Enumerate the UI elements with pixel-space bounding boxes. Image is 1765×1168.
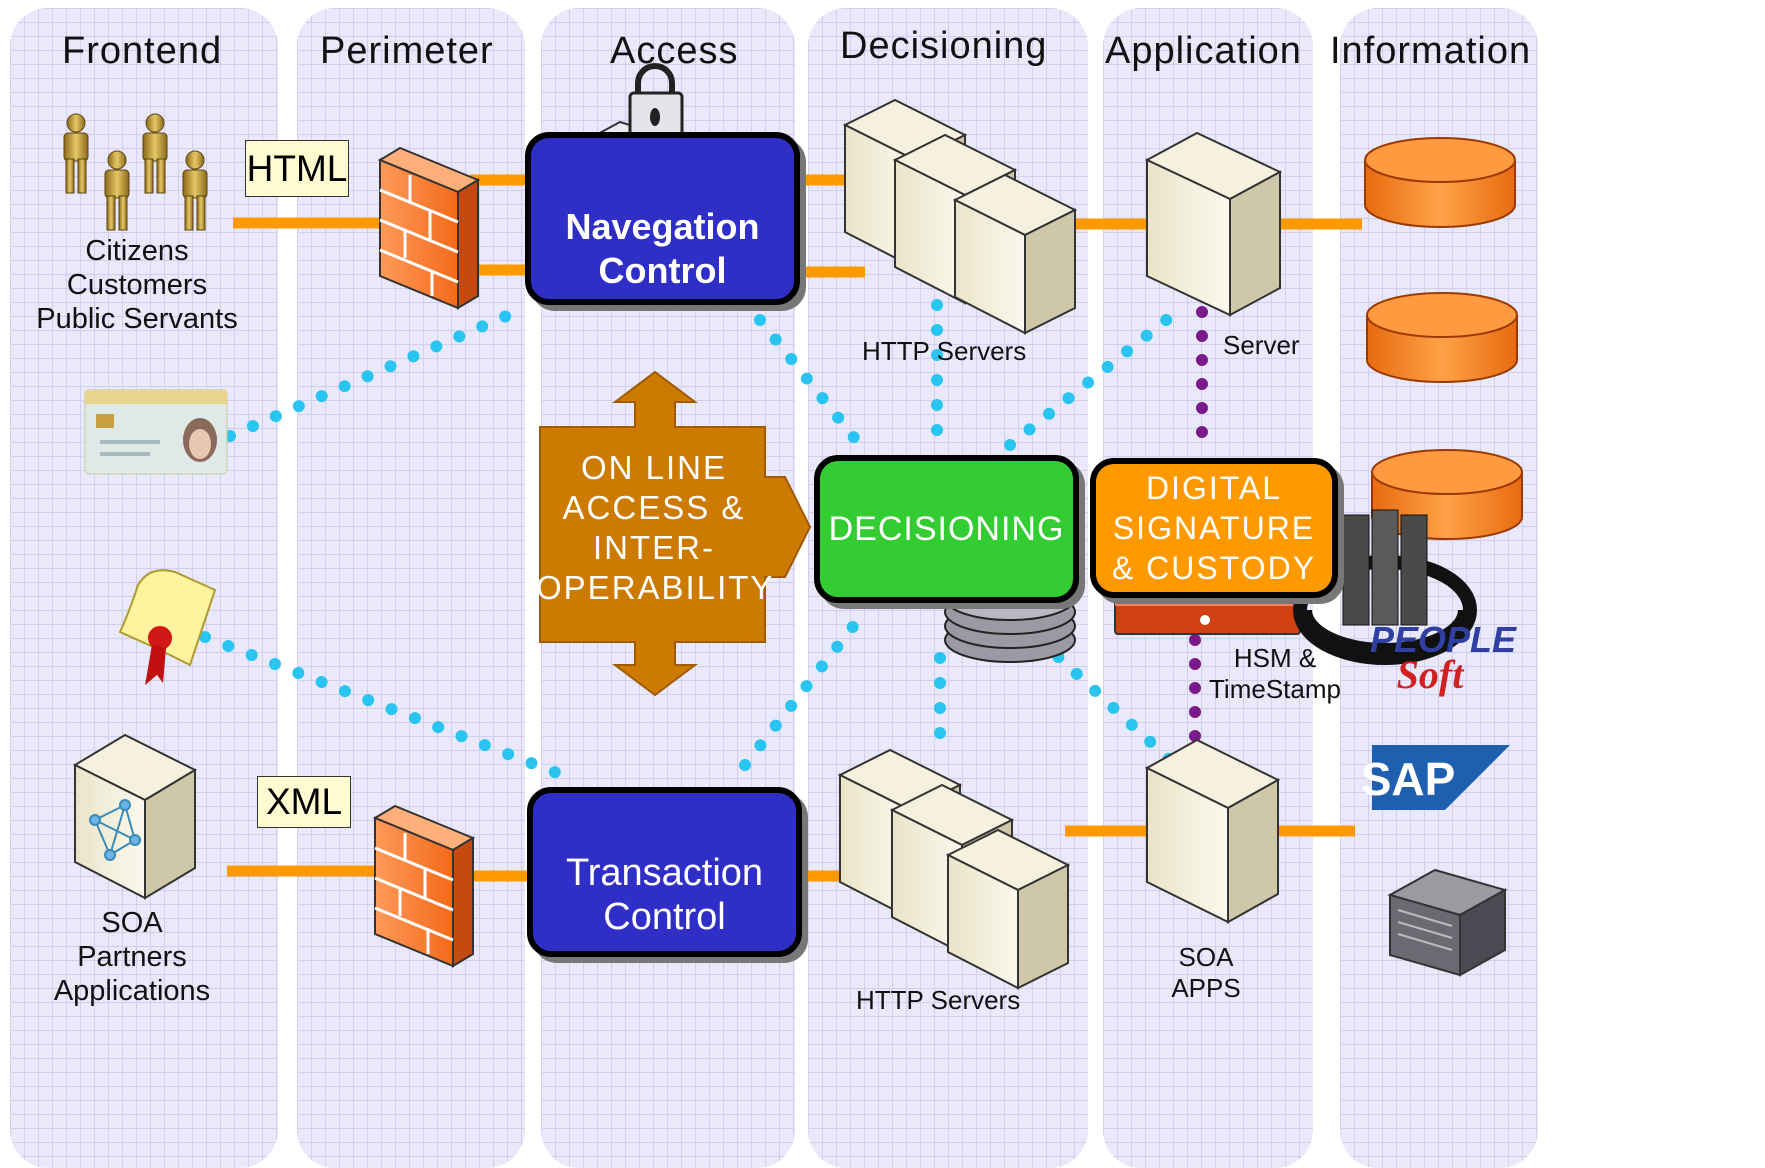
hsm-label: HSM & TimeStamp [1200,643,1350,705]
actor-applications: Applications [53,975,211,1007]
online-access-arrow-icon [539,370,812,697]
database-icon [1366,292,1518,383]
online-access-line3: INTER- [593,529,715,566]
decisioning-box-label: DECISIONING [828,510,1065,548]
mainframe-icon [1387,868,1508,977]
application-server-icon [1144,131,1283,317]
peoplesoft-logo-text: PEOPLE [1370,619,1517,660]
firewall-icon [377,146,481,310]
firewall-icon [372,804,476,968]
digital-signature-box: DIGITAL SIGNATURE & CUSTODY [1090,458,1338,598]
column-header-access: Access [610,30,739,72]
digital-signature-line3: & CUSTODY [1111,550,1317,586]
transaction-control-line1: Transaction [565,851,764,894]
hsm-label-line2: TimeStamp [1209,674,1341,704]
http-servers-top-label: HTTP Servers [862,336,1027,366]
soa-apps-line1: SOA [1178,942,1234,972]
online-access-line1: ON LINE [580,449,728,486]
actors-bottom-label: SOA Partners Applications [12,904,252,1010]
id-card-icon [84,389,228,475]
navigation-control-box: Navegation Control [525,132,800,305]
actor-public-servants: Public Servants [36,303,238,335]
database-icon [1364,137,1516,228]
certificate-icon [118,569,217,685]
peoplesoft-logo-icon: PEOPLE Soft [1370,619,1517,697]
digital-signature-line1: DIGITAL [1145,470,1283,506]
http-servers-bottom-label: HTTP Servers [856,985,1021,1015]
peoplesoft-logo-subtext: Soft [1397,652,1466,697]
xml-tag: XML [257,776,351,828]
actor-citizens: Citizens [85,235,189,267]
transaction-control-box: Transaction Control [527,787,802,957]
hsm-appliance-icon [1114,597,1301,635]
people-icon [63,113,208,231]
soa-apps-label: SOA APPS [1162,942,1250,1004]
dotted-links [199,299,1191,786]
actors-top-label: Citizens Customers Public Servants [12,232,262,338]
soa-apps-server-icon [1144,738,1281,924]
purple-links [1189,306,1208,751]
disk-stack-icon [944,575,1076,663]
http-servers-icon [842,98,1078,335]
connector-lines [227,174,1362,882]
soa-apps-line2: APPS [1171,973,1241,1003]
app-server-label: Server [1223,330,1300,360]
column-header-frontend: Frontend [62,30,223,72]
online-access-text: ON LINE ACCESS & INTER- OPERABILITY [536,448,772,608]
column-header-application: Application [1105,30,1302,72]
column-header-decisioning: Decisioning [840,25,1048,67]
http-servers-icon [837,748,1071,990]
sap-logo-icon: SAP [1361,745,1510,810]
navigation-control-line2: Control [598,249,727,291]
column-header-information: Information [1330,30,1532,72]
online-access-line2: ACCESS & [562,489,746,526]
transaction-control-line2: Control [603,895,726,938]
column-header-perimeter: Perimeter [320,30,494,72]
soa-server-icon [72,733,198,900]
actor-customers: Customers [66,269,208,301]
server-rack-icon [1293,509,1477,665]
html-tag: HTML [245,140,349,197]
navigation-control-line1: Navegation [565,205,760,247]
actor-soa: SOA [101,907,163,939]
decisioning-box: DECISIONING [814,455,1079,603]
digital-signature-line2: SIGNATURE [1112,510,1316,546]
hsm-label-line1: HSM & [1233,643,1317,673]
actor-partners: Partners [77,941,187,973]
online-access-line4: OPERABILITY [536,569,772,606]
sap-logo-text: SAP [1361,753,1456,805]
